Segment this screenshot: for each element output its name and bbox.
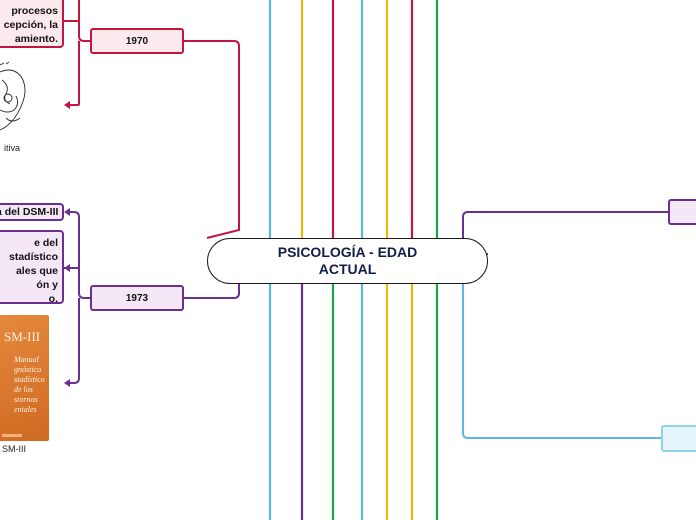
arrow-1970-image xyxy=(64,101,70,109)
arrow-1973-card xyxy=(64,264,70,272)
arrow-1973-image xyxy=(64,379,70,387)
connector-right-blue xyxy=(462,254,661,439)
book-logo-bar xyxy=(2,434,22,437)
topic-1970-label: 1970 xyxy=(125,35,149,47)
card-1973-dsm-title-label: a del DSM-III xyxy=(0,206,59,218)
card-1973-description-label: e del stadístico ales que ón y o. xyxy=(8,237,58,304)
caption-1970-image: itiva xyxy=(3,143,20,153)
topic-right-purple[interactable] xyxy=(668,199,696,225)
dsm-iii-book-cover[interactable]: SM-III Manual gnóstico stadístico de los… xyxy=(0,315,49,441)
topic-1970[interactable]: 1970 xyxy=(90,28,184,54)
card-1970-label: procesos cepción, la amiento. xyxy=(3,5,58,45)
connector-1973 xyxy=(184,275,240,299)
caption-1973-image: SM-III xyxy=(2,444,26,454)
brain-sketch-icon xyxy=(0,61,26,131)
central-topic-label: PSICOLOGÍA - EDAD ACTUAL xyxy=(277,244,418,277)
topic-right-blue[interactable] xyxy=(661,425,696,452)
arrow-1973-dsm xyxy=(64,208,70,216)
topic-1973[interactable]: 1973 xyxy=(90,285,184,311)
connector-1970 xyxy=(184,40,240,239)
connector-1970-children xyxy=(64,0,90,106)
connector-right-purple xyxy=(462,211,668,255)
topic-1973-label: 1973 xyxy=(125,292,149,304)
connector-1973-children xyxy=(64,211,90,384)
card-1973-description[interactable]: e del stadístico ales que ón y o. xyxy=(0,230,64,304)
central-topic[interactable]: PSICOLOGÍA - EDAD ACTUAL xyxy=(207,238,488,284)
book-title: SM-III xyxy=(4,329,41,344)
card-1973-dsm-title[interactable]: a del DSM-III xyxy=(0,203,64,221)
card-1970-text[interactable]: procesos cepción, la amiento. xyxy=(0,0,64,48)
book-text: Manual gnóstico stadístico de los storno… xyxy=(14,355,45,414)
